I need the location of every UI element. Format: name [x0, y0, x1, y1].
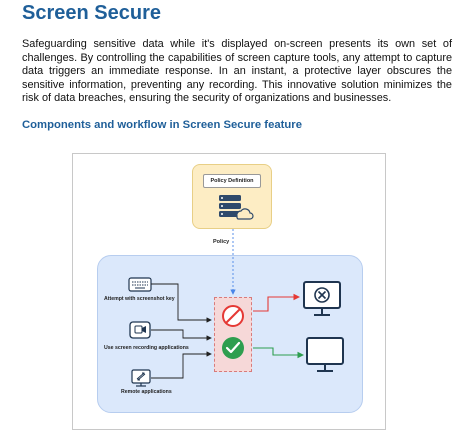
monitor-icon: [306, 337, 344, 372]
page-title: Screen Secure: [22, 2, 161, 24]
intro-paragraph: Safeguarding sensitive data while it's d…: [22, 38, 452, 105]
source-label-remote: Remote applications: [121, 389, 172, 395]
workflow-diagram: Policy Definition: [72, 153, 386, 430]
blocked-arrow: [253, 293, 301, 312]
server-cloud-icon: [219, 195, 254, 220]
blocked-icon: [222, 305, 244, 327]
allowed-check-icon: [222, 337, 244, 359]
remote-desktop-icon: [131, 369, 151, 387]
policy-definition-label: Policy Definition: [203, 174, 261, 188]
video-camera-icon: [129, 321, 151, 339]
diagram-graphics: [128, 195, 344, 387]
policy-label: Policy: [213, 239, 230, 245]
keyboard-icon: [128, 277, 152, 292]
remote-arrow: [151, 351, 212, 379]
recording-arrow: [151, 329, 212, 341]
source-label-screenshot: Attempt with screenshot key: [104, 296, 175, 302]
policy-definition-box: Policy Definition: [192, 164, 272, 229]
source-label-recording: Use screen recording applications: [104, 345, 189, 351]
section-subtitle: Components and workflow in Screen Secure…: [22, 119, 302, 131]
allowed-arrow: [253, 347, 305, 359]
monitor-blocked-icon: [303, 281, 341, 316]
screenshot-arrow: [151, 283, 212, 323]
